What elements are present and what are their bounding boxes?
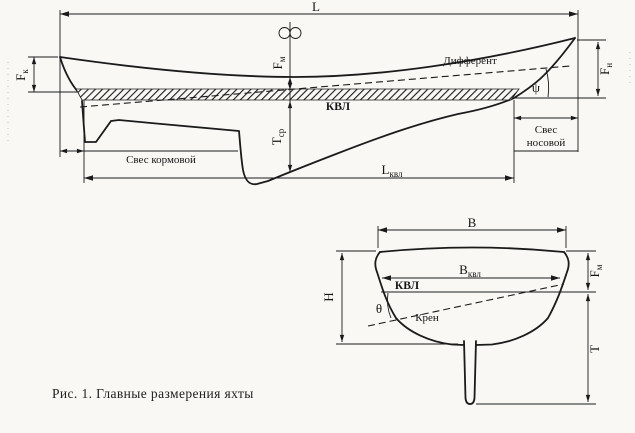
dim-subscript: м bbox=[594, 264, 604, 270]
overhang-bow-label-line1: Свес bbox=[535, 124, 558, 136]
heel-label: Крен bbox=[415, 312, 439, 324]
section-freeboard-dimension: Fм bbox=[561, 250, 604, 293]
heel-angle-arc bbox=[386, 292, 392, 319]
dim-label-freeboard-mid: Fм bbox=[270, 56, 287, 69]
dim-label-beam: В bbox=[468, 215, 477, 230]
dim-subscript: н bbox=[604, 63, 614, 68]
trim-angle-arc bbox=[545, 68, 550, 98]
side-hull-sheer-line bbox=[59, 37, 576, 78]
dim-label-freeboard-stern: Fк bbox=[13, 69, 30, 81]
dim-label-draft-mean: Tср bbox=[269, 128, 286, 145]
dim-letter: T bbox=[269, 137, 284, 145]
dim-label-beam-waterline: Вквл bbox=[459, 262, 481, 279]
section-symbol-circle-left bbox=[278, 27, 291, 39]
section-keel-fin bbox=[463, 340, 477, 405]
dim-label-depth: Н bbox=[321, 292, 336, 301]
side-hull-transom bbox=[59, 56, 80, 94]
section-symbol-circle-right bbox=[289, 27, 302, 39]
dim-letter: F bbox=[587, 270, 602, 277]
draft-dimension: Т bbox=[476, 294, 602, 405]
section-waterline-label: КВЛ bbox=[395, 280, 420, 292]
dim-subscript: к bbox=[20, 69, 30, 74]
dim-letter: L bbox=[382, 162, 390, 177]
trim-angle-label: ψ bbox=[532, 80, 540, 95]
dim-subscript: квл bbox=[468, 269, 482, 279]
depth-dimension: Н bbox=[321, 250, 458, 345]
dim-label-length-waterline: Lквл bbox=[382, 162, 403, 179]
trim-label: Дифферент bbox=[443, 55, 497, 67]
dim-letter: F bbox=[13, 74, 28, 81]
dim-subscript: квл bbox=[389, 169, 403, 179]
side-view: L Fк Fм Tср КВЛ Дифферент ψ Fн bbox=[13, 0, 614, 186]
dim-letter: В bbox=[459, 262, 468, 277]
dim-label-freeboard-bow: Fн bbox=[597, 63, 614, 75]
overhang-stern-dimension: Свес кормовой bbox=[60, 100, 238, 183]
overhang-bow-dimension: Свес носовой bbox=[513, 100, 578, 183]
overhang-bow-label-line2: носовой bbox=[527, 137, 566, 149]
dim-letter: F bbox=[597, 68, 612, 75]
dim-label-section-freeboard: Fм bbox=[587, 264, 604, 277]
section-deck-line bbox=[379, 246, 565, 253]
dim-subscript: ср bbox=[276, 128, 286, 137]
section-view: В Вквл Н КВЛ θ Крен Fм Т bbox=[321, 215, 604, 405]
freeboard-mid-dimension: Fм bbox=[270, 56, 293, 90]
heel-line bbox=[367, 283, 565, 327]
freeboard-stern-dimension: Fк bbox=[13, 56, 77, 93]
beam-dimension: В bbox=[377, 215, 567, 248]
draft-mean-dimension: Tср bbox=[269, 101, 293, 172]
waterline-hatch-band bbox=[75, 88, 520, 101]
side-hull-underbody bbox=[81, 37, 576, 186]
heel-angle-label: θ bbox=[376, 301, 382, 316]
length-waterline-dimension: Lквл bbox=[84, 162, 514, 181]
overhang-stern-label: Свес кормовой bbox=[126, 154, 196, 166]
trim-line bbox=[79, 65, 571, 108]
dim-label-draft: Т bbox=[587, 345, 602, 353]
section-hull-right bbox=[475, 251, 570, 346]
waterline-label: КВЛ bbox=[326, 101, 351, 113]
dim-letter: F bbox=[270, 62, 285, 69]
freeboard-bow-dimension: Fн bbox=[577, 39, 614, 96]
length-overall-dimension: L bbox=[59, 0, 579, 157]
dim-subscript: м bbox=[277, 56, 287, 62]
section-hull-left bbox=[374, 251, 465, 346]
beam-waterline-dimension: Вквл bbox=[382, 262, 560, 281]
figure-caption: Рис. 1. Главные размерения яхты bbox=[52, 386, 254, 401]
dim-label-length-overall: L bbox=[312, 0, 320, 14]
